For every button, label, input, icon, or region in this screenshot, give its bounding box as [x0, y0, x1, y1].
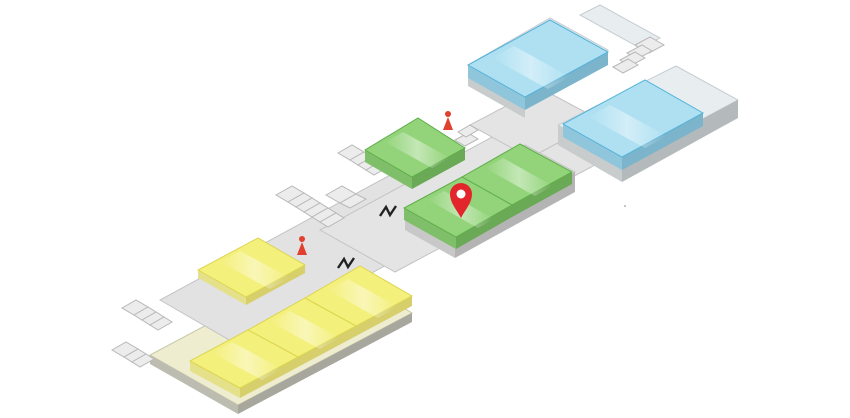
stairs-yellow-left-1[interactable]	[121, 299, 173, 331]
corridor-links	[337, 204, 397, 270]
yellow-hall-zone	[188, 237, 414, 398]
blue-hall-zone	[466, 19, 705, 170]
person-marker-icon[interactable]	[297, 236, 307, 255]
z-link-icon[interactable]	[379, 204, 397, 218]
yellow-hall-block-front[interactable]	[188, 329, 300, 398]
location-pin-icon[interactable]	[450, 183, 472, 218]
stairs	[111, 36, 666, 368]
z-link-icon[interactable]	[337, 256, 355, 270]
green-hall-block-top[interactable]	[364, 117, 466, 189]
person-marker-icon[interactable]	[443, 111, 453, 130]
yellow-hall-block-back[interactable]	[196, 237, 307, 305]
blue-hall-block-bottom[interactable]	[561, 79, 705, 170]
stairs-blue[interactable]	[611, 36, 666, 74]
stairs-yellow-left-2[interactable]	[111, 341, 155, 368]
green-hall-zone	[364, 117, 574, 249]
map-dot	[624, 205, 626, 207]
stairs-green-top[interactable]	[453, 124, 480, 147]
entrance-markers	[297, 111, 453, 255]
stairs-green-left-2[interactable]	[324, 185, 368, 209]
stairs-center-left[interactable]	[274, 185, 345, 228]
blue-hall-block-top[interactable]	[466, 19, 610, 110]
